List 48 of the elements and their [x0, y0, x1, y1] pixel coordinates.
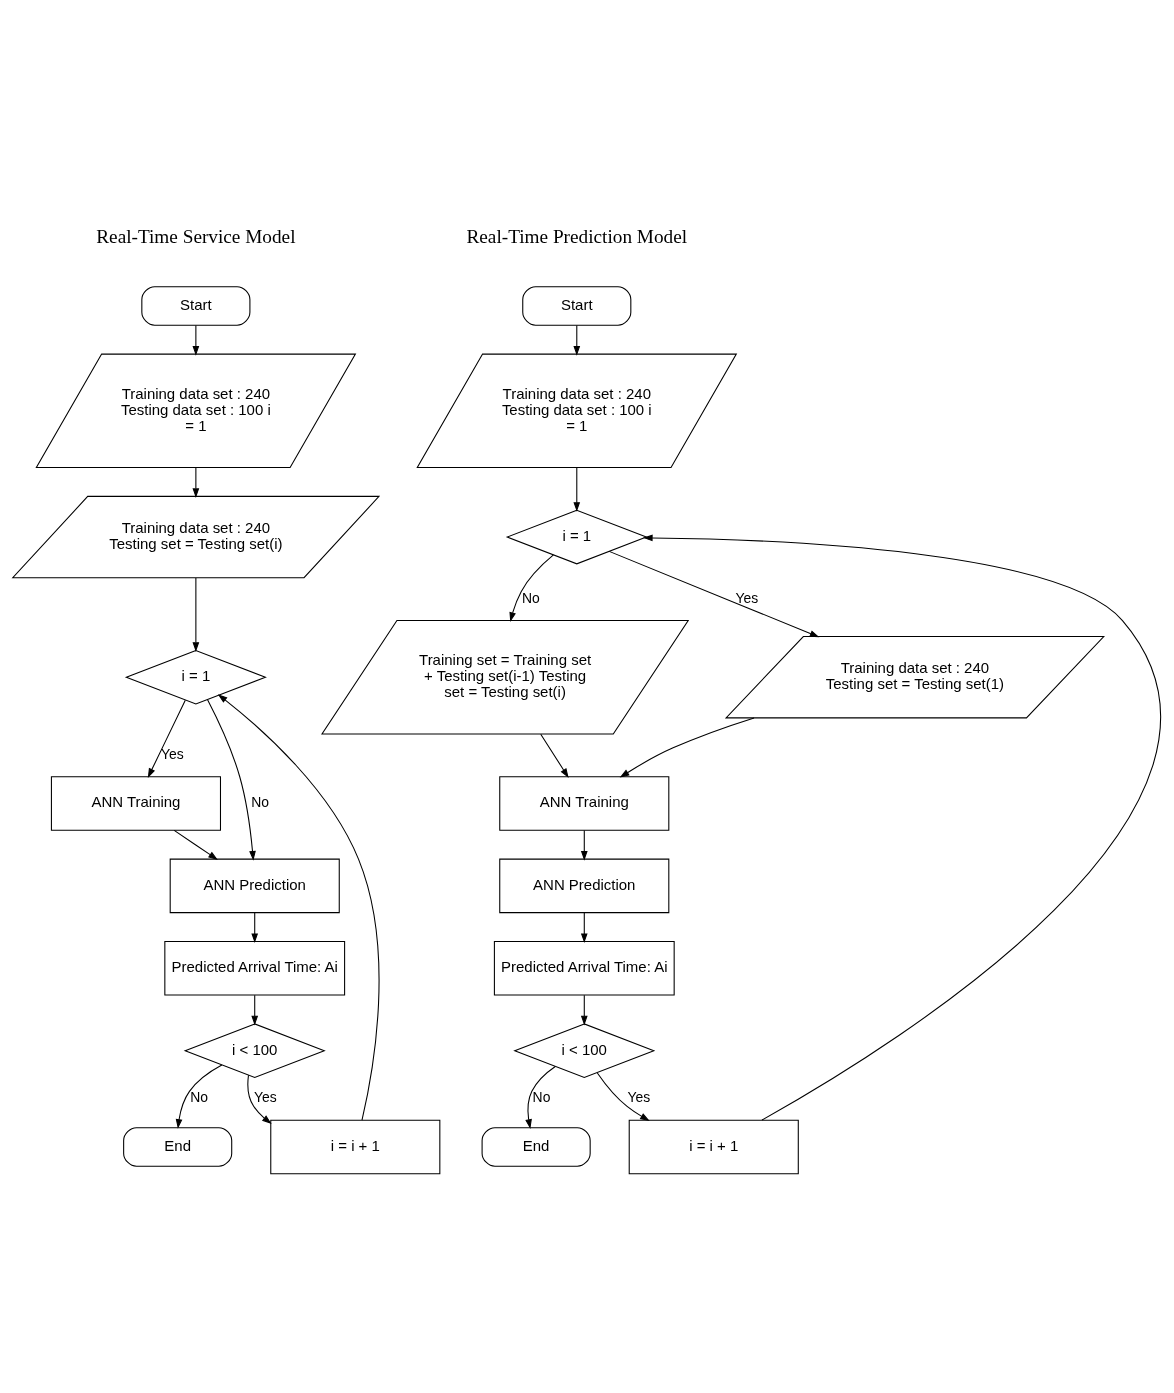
arrow [596, 1072, 650, 1121]
arrow [580, 912, 588, 944]
arrow [619, 717, 755, 778]
arrow [540, 733, 569, 778]
arrow [247, 1074, 272, 1124]
arrow [206, 699, 256, 861]
arrow [643, 534, 1162, 1121]
arrow [608, 550, 820, 638]
arrow [573, 324, 581, 356]
arrow [217, 694, 380, 1121]
node-box: ANN Training [499, 776, 670, 831]
arrow [580, 994, 588, 1026]
node-diamond: i < 100 [183, 1023, 326, 1078]
arrow [192, 577, 200, 652]
arrow [580, 829, 588, 861]
arrow [251, 994, 259, 1026]
edge-label: No [251, 794, 269, 811]
arrow [573, 467, 581, 512]
node-box: ANN Training [50, 776, 221, 831]
node-box: ANN Prediction [169, 858, 340, 914]
edge-label: No [190, 1089, 208, 1106]
edge-label: Yes [254, 1089, 277, 1106]
edge-label: Yes [160, 745, 184, 762]
node-box: Start [522, 286, 632, 326]
label: Real-Time Service Model [96, 226, 296, 248]
node-box: End [481, 1127, 591, 1167]
edge-label: Yes [735, 589, 759, 606]
arrow [192, 324, 200, 356]
node-box: Predicted Arrival Time: Ai [164, 941, 346, 996]
arrow [173, 829, 218, 860]
label: Real-Time Prediction Model [466, 226, 688, 248]
node-diamond: i < 100 [513, 1023, 656, 1078]
arrow [147, 699, 186, 778]
edge-label: No [521, 589, 540, 606]
node-box: ANN Prediction [499, 858, 670, 914]
node-box: Start [141, 286, 251, 326]
arrow [192, 467, 200, 498]
arrow [251, 912, 259, 944]
edge-label: Yes [627, 1089, 651, 1106]
node-box: i = i + 1 [270, 1119, 441, 1175]
edge-label: No [532, 1089, 551, 1106]
node-box: Predicted Arrival Time: Ai [493, 941, 675, 996]
arrow [175, 1064, 223, 1129]
node-box: End [123, 1127, 233, 1167]
node-box: i = i + 1 [628, 1119, 799, 1175]
node-diamond: i = 1 [505, 509, 648, 565]
arrow [509, 554, 554, 622]
arrow [525, 1066, 556, 1129]
